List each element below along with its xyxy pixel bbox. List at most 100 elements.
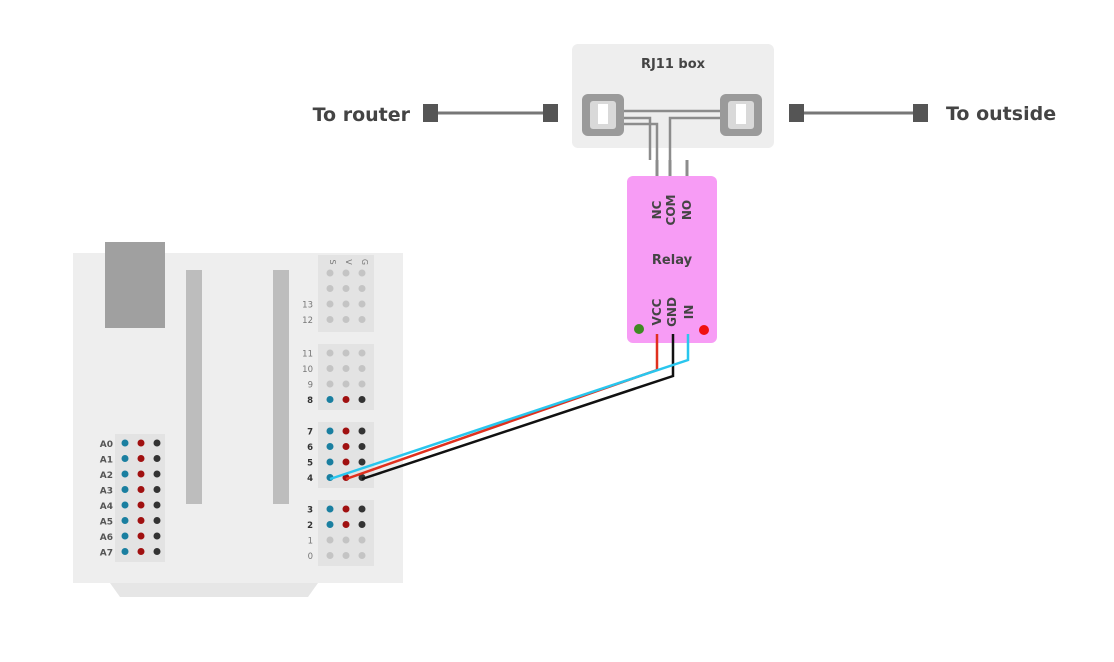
header-pin [342,285,350,292]
header-pin [326,552,334,559]
header-pin [153,439,161,447]
header-pin [326,269,334,277]
header-pin [326,316,334,323]
header-pin [342,269,350,277]
header-pin [326,380,334,388]
header-pin [342,458,350,466]
header-pin [121,439,129,447]
header-pin [326,521,334,528]
header-pin [326,458,334,466]
header-pin [153,517,161,524]
header-pin [326,300,334,308]
header-pin [137,486,145,493]
relay-pin-gnd: GND [665,297,679,327]
header-pin [326,349,334,357]
analog-pin-label: A0 [100,440,113,450]
header-pin [137,517,145,524]
header-pin [358,285,366,292]
header-pin [153,470,161,478]
header-pin [358,396,366,403]
rj11-internal-wires [624,109,720,175]
relay-pin-vcc: VCC [650,298,664,325]
rj11-jack-left-icon [582,94,624,136]
relay-status-led-green [634,324,644,334]
header-pin [342,316,350,323]
relay-pin-com: COM [664,195,678,226]
to-outside-label: To outside [946,103,1056,125]
header-pin [137,501,145,509]
header-pin [121,470,129,478]
relay-module: NC COM NO Relay VCC GND IN [627,160,717,343]
header-pin [358,536,366,544]
digital-pin-label: 8 [307,396,313,406]
digital-pin-label: 6 [307,443,313,453]
header-pin [342,427,350,435]
digital-pin-label: 1 [308,537,313,547]
digital-pin-label: 12 [302,316,313,326]
header-pin [326,443,334,450]
header-pin [153,532,161,540]
header-pin [358,443,366,450]
header-pin [342,521,350,528]
header-pin [153,501,161,509]
header-pin [137,455,145,462]
header-pin [342,300,350,308]
header-pin [342,380,350,388]
digital-pin-label: 10 [302,365,313,375]
header-pin [326,427,334,435]
digital-pin-label: 13 [302,301,313,311]
analog-header [115,434,165,562]
header-pin [342,396,350,403]
analog-pin-label: A3 [100,487,113,497]
header-pin [137,532,145,540]
header-pin [358,269,366,277]
header-pin [358,380,366,388]
analog-pin-label: A4 [100,502,113,512]
header-pin [153,486,161,493]
header-pin [358,316,366,323]
analog-pin-label: A6 [100,533,113,543]
header-pin [358,505,366,513]
digital-pin-label: 2 [307,521,313,531]
header-pin [358,427,366,435]
relay-title: Relay [652,253,693,268]
outside-plug-icon [913,104,928,122]
digital-pin-label: 9 [308,381,313,391]
header-column-label: S [328,259,337,264]
header-pin [326,365,334,372]
header-pin [121,501,129,509]
header-pin [358,521,366,528]
header-pin [121,517,129,524]
relay-power-led-red [699,325,709,335]
header-pin [137,548,145,555]
header-pin [121,532,129,540]
relay-pin-nc: NC [650,200,664,219]
header-strip-right [273,270,289,504]
header-pin [326,396,334,403]
header-pin [342,365,350,372]
board-bottom-edge [110,583,318,597]
relay-wires [329,334,690,481]
analog-pin-label: A7 [100,549,113,559]
usb-connector [105,242,165,328]
wire-in [329,334,690,481]
header-pin [358,300,366,308]
header-pin [326,536,334,544]
box-plug-right-icon [789,104,804,122]
relay-pin-in: IN [682,305,696,320]
header-pin [342,349,350,357]
header-pin [121,455,129,462]
relay-body [627,176,717,343]
analog-pin-label: A2 [100,471,113,481]
header-pin [358,349,366,357]
header-pin [153,455,161,462]
relay-pin-no: NO [680,200,694,220]
header-pin [153,548,161,555]
header-pin [342,552,350,559]
header-pin [358,458,366,466]
digital-pin-label: 11 [302,350,313,360]
header-pin [358,552,366,559]
header-pin [358,365,366,372]
header-pin [121,486,129,493]
